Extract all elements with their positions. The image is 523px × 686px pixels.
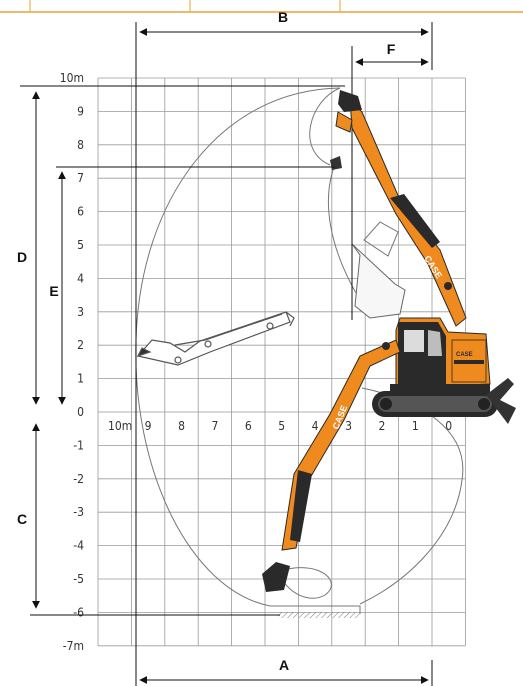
y-tick-label: 0: [77, 405, 84, 419]
y-tick-label: -6: [73, 605, 84, 619]
dim-label-e: E: [49, 283, 58, 299]
y-tick-label: 5: [77, 238, 84, 252]
y-tick-label: 3: [77, 305, 84, 319]
x-tick-label: 4: [312, 419, 319, 433]
dim-label-a: A: [279, 657, 289, 673]
track: [372, 378, 516, 424]
x-tick-label: 6: [245, 419, 252, 433]
y-axis-labels: 10m 9 8 7 6 5 4 3 2 1 0 -1 -2 -3 -4 -5 -6 -7m: [60, 71, 84, 653]
y-tick-label: 6: [77, 205, 84, 219]
x-tick-label: 3: [345, 419, 352, 433]
y-tick-label: -5: [73, 572, 84, 586]
ghost-bucket-upper: [330, 156, 406, 319]
cab-and-body: CASE: [390, 317, 491, 392]
ghost-arm-max-reach: [136, 311, 295, 366]
y-tick-label: -3: [73, 505, 84, 519]
y-tick-label: -4: [73, 539, 84, 553]
header-strip: [0, 0, 523, 13]
y-tick-label: 8: [77, 138, 84, 152]
boom-dig: CASE: [262, 339, 401, 592]
y-tick-label: 9: [77, 104, 84, 118]
x-tick-label: 1: [412, 419, 419, 433]
y-tick-label: 1: [77, 372, 84, 386]
y-tick-label: -1: [73, 438, 84, 452]
y-tick-label: -7m: [63, 639, 84, 653]
y-tick-label: 4: [77, 271, 84, 285]
y-tick-label: 7: [77, 171, 84, 185]
dim-label-c: C: [17, 511, 27, 527]
x-tick-label: 0: [445, 419, 452, 433]
x-tick-label: 2: [378, 419, 385, 433]
cab-brand-label: CASE: [456, 352, 473, 358]
dim-label-d: D: [17, 249, 27, 265]
dim-label-f: F: [387, 41, 396, 57]
x-tick-label: 8: [178, 419, 185, 433]
x-tick-label: 5: [278, 419, 285, 433]
x-axis-labels: 10m 9 8 7 6 5 4 3 2 1 0: [108, 419, 452, 433]
y-tick-label: 2: [77, 338, 84, 352]
x-tick-label: 9: [145, 419, 152, 433]
y-tick-label: 10m: [60, 71, 84, 85]
boom-raised: CASE: [335, 90, 467, 327]
ground-hatch: [278, 612, 360, 618]
y-tick-label: -2: [73, 472, 84, 486]
x-tick-label: 10m: [108, 419, 132, 433]
excavator: CASE CASE CASE: [262, 90, 516, 592]
x-tick-label: 7: [211, 419, 218, 433]
dim-label-b: B: [278, 9, 288, 25]
dimension-lines: [20, 22, 433, 686]
